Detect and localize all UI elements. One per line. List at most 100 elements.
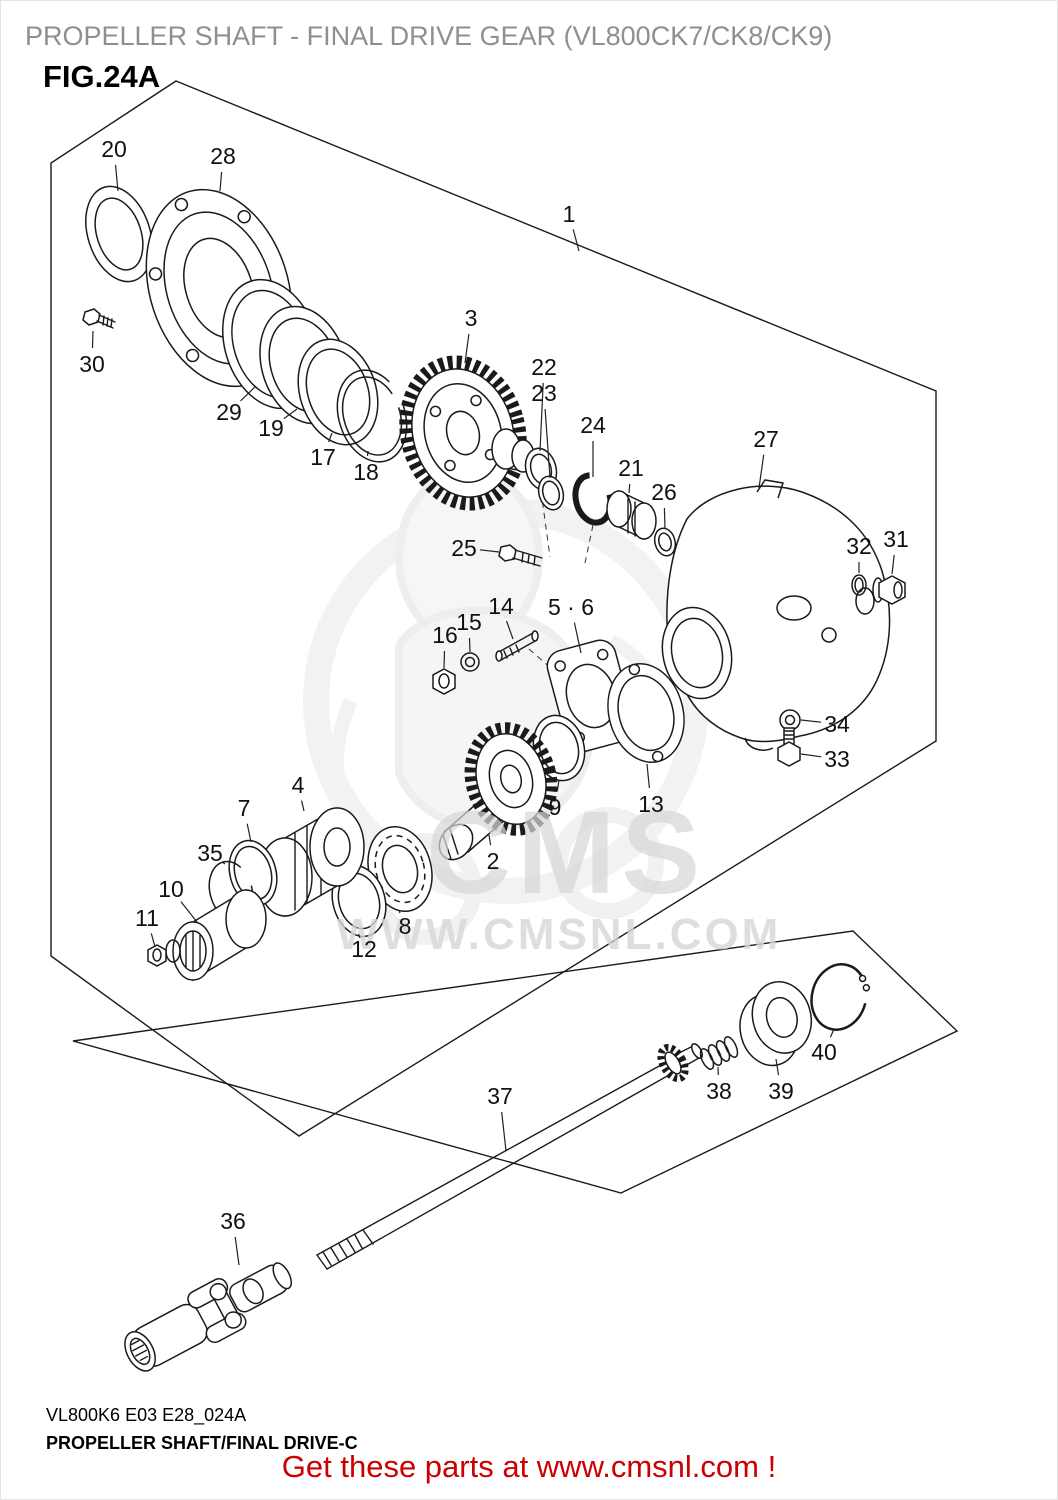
callout-leader-11	[150, 933, 156, 948]
callout-leader-33	[800, 753, 822, 758]
callout-leader-22	[539, 382, 544, 452]
part-21-spacer-bushing	[606, 489, 657, 541]
fig-label: FIG.24A	[43, 59, 161, 94]
part-39-bearing-housing	[739, 981, 813, 1067]
callout-leader-3	[464, 333, 470, 364]
callout-leader-56	[573, 622, 582, 654]
callout-leader-25	[479, 549, 500, 553]
callout-leader-20	[114, 164, 119, 192]
callout-23: 23	[531, 380, 557, 406]
callout-4: 4	[292, 772, 305, 798]
callout-35: 35	[197, 840, 223, 866]
part-26-o-ring	[653, 527, 677, 557]
callout-leader-16	[443, 650, 446, 669]
callout-38: 38	[706, 1078, 732, 1104]
callout-32: 32	[846, 533, 872, 559]
callout-leader-15	[468, 637, 471, 653]
footer-model-code: VL800K6 E03 E28_024A	[46, 1405, 247, 1425]
callout-26: 26	[651, 479, 677, 505]
callout-21: 21	[618, 455, 644, 481]
shaft-assembly-outline	[72, 930, 959, 1194]
callout-leader-18	[366, 450, 369, 457]
callout-leader-19	[283, 408, 298, 420]
callout-27: 27	[753, 426, 779, 452]
callout-leader-1	[572, 229, 580, 252]
callout-3: 3	[465, 305, 478, 331]
callout-leader-13	[646, 763, 650, 789]
callout-37: 37	[487, 1083, 513, 1109]
callout-12: 12	[351, 936, 377, 962]
callout-leader-31	[891, 554, 895, 575]
part-14-stud-bolt	[495, 630, 539, 662]
part-30-bolt	[82, 308, 116, 329]
callout-25: 25	[451, 535, 477, 561]
footer-diagram-name: PROPELLER SHAFT/FINAL DRIVE-C	[46, 1433, 358, 1453]
callout-leader-7	[246, 823, 252, 843]
callout-13: 13	[638, 791, 664, 817]
callout-leader-8	[398, 910, 401, 914]
callout-31: 31	[883, 526, 909, 552]
callout-28: 28	[210, 143, 236, 169]
callout-56: 5 · 6	[548, 594, 594, 620]
callout-10: 10	[158, 876, 184, 902]
callout-24: 24	[580, 412, 606, 438]
part-11-nut	[147, 939, 181, 967]
callout-leader-14	[505, 620, 514, 640]
part-33-bolt	[777, 727, 801, 767]
callout-leader-28	[219, 171, 223, 192]
part-20-oil-seal	[85, 185, 153, 283]
callout-36: 36	[220, 1208, 246, 1234]
callout-leader-26	[663, 507, 666, 530]
part-13-bearing-retainer-plate	[607, 663, 685, 763]
callout-leader-12	[357, 933, 361, 939]
callout-leader-23	[544, 408, 551, 479]
callout-22: 22	[531, 354, 557, 380]
part-40-circlip	[810, 963, 871, 1031]
part-15-washer	[460, 652, 480, 672]
callout-leader-9	[556, 779, 560, 792]
callout-leader-4	[301, 800, 305, 812]
callout-15: 15	[456, 609, 482, 635]
callout-34: 34	[824, 711, 850, 737]
callout-leader-17	[328, 432, 333, 443]
part-16-nut	[432, 668, 456, 695]
callout-9: 9	[549, 794, 562, 820]
promo-link[interactable]: Get these parts at www.cmsnl.com !	[281, 1449, 777, 1484]
callout-19: 19	[258, 415, 284, 441]
part-18-circlip	[336, 369, 408, 463]
callout-8: 8	[399, 913, 412, 939]
part-25-bolt	[498, 544, 543, 567]
part-31-oil-plug	[872, 575, 906, 605]
callout-leader-35	[222, 862, 226, 865]
callout-11: 11	[135, 905, 159, 931]
part-37-propeller-shaft	[316, 1043, 704, 1270]
callout-7: 7	[238, 795, 251, 821]
callout-leader-39	[775, 1058, 780, 1076]
callout-leader-27	[758, 454, 765, 489]
callout-18: 18	[353, 459, 379, 485]
callout-20: 20	[101, 136, 127, 162]
callout-leader-10	[180, 901, 198, 923]
callout-40: 40	[811, 1039, 837, 1065]
callout-leader-36	[234, 1236, 240, 1266]
part-2-drive-pinion-gear	[438, 722, 558, 861]
callout-leader-40	[829, 1028, 835, 1038]
part-27-final-gear-case	[661, 479, 891, 751]
page-title: PROPELLER SHAFT - FINAL DRIVE GEAR (VL80…	[25, 21, 833, 51]
callout-leader-34	[800, 719, 822, 723]
part-36-universal-joint	[124, 1262, 292, 1372]
part-17-shim	[297, 338, 379, 446]
callout-leader-29	[240, 385, 257, 402]
callout-39: 39	[768, 1078, 794, 1104]
callout-leader-30	[91, 330, 94, 349]
part-3-final-driven-gear	[399, 355, 535, 511]
callout-leader-37	[501, 1111, 507, 1152]
watermark-url-text: WWW.CMSNL.COM	[337, 910, 782, 959]
callout-leader-21	[628, 483, 631, 494]
main-assembly-outline	[50, 80, 937, 1137]
part-23-shim	[537, 475, 565, 511]
callout-2: 2	[487, 848, 500, 874]
